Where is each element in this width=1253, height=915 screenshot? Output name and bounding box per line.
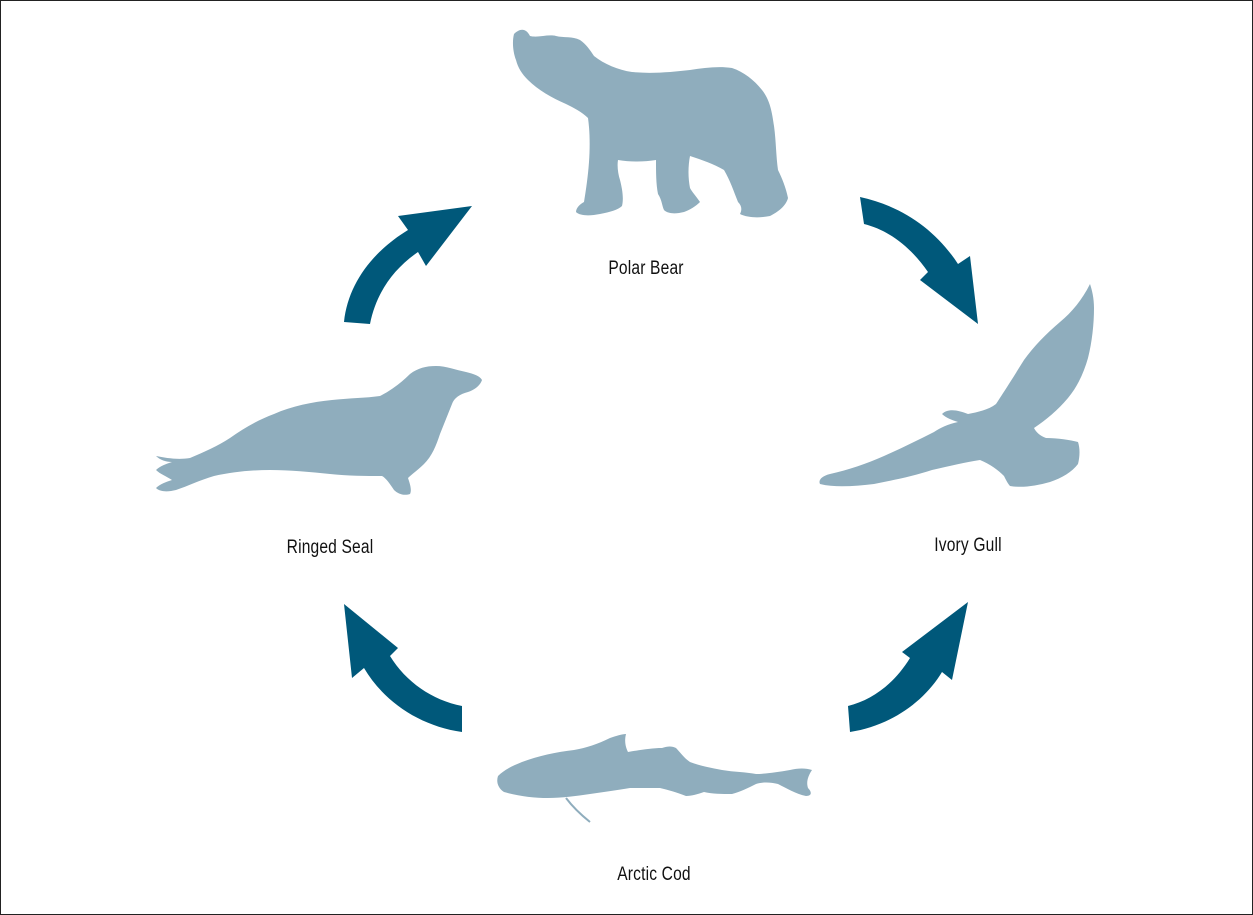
ivory-gull-icon bbox=[819, 284, 1094, 487]
ringed-seal-label: Ringed Seal bbox=[248, 537, 412, 559]
polar-bear-label: Polar Bear bbox=[564, 258, 728, 280]
arrow-ringed-seal-to-polar-bear bbox=[344, 206, 472, 324]
polar-bear-icon bbox=[513, 30, 788, 218]
ivory-gull-label: Ivory Gull bbox=[886, 535, 1050, 557]
ringed-seal-icon bbox=[156, 366, 482, 495]
arrow-arctic-cod-to-ringed-seal bbox=[344, 604, 462, 732]
arctic-cod-icon bbox=[497, 734, 812, 822]
arrow-polar-bear-to-ivory-gull bbox=[860, 197, 978, 324]
arrow-arctic-cod-to-ivory-gull bbox=[848, 602, 968, 732]
arctic-cod-label: Arctic Cod bbox=[572, 864, 736, 886]
